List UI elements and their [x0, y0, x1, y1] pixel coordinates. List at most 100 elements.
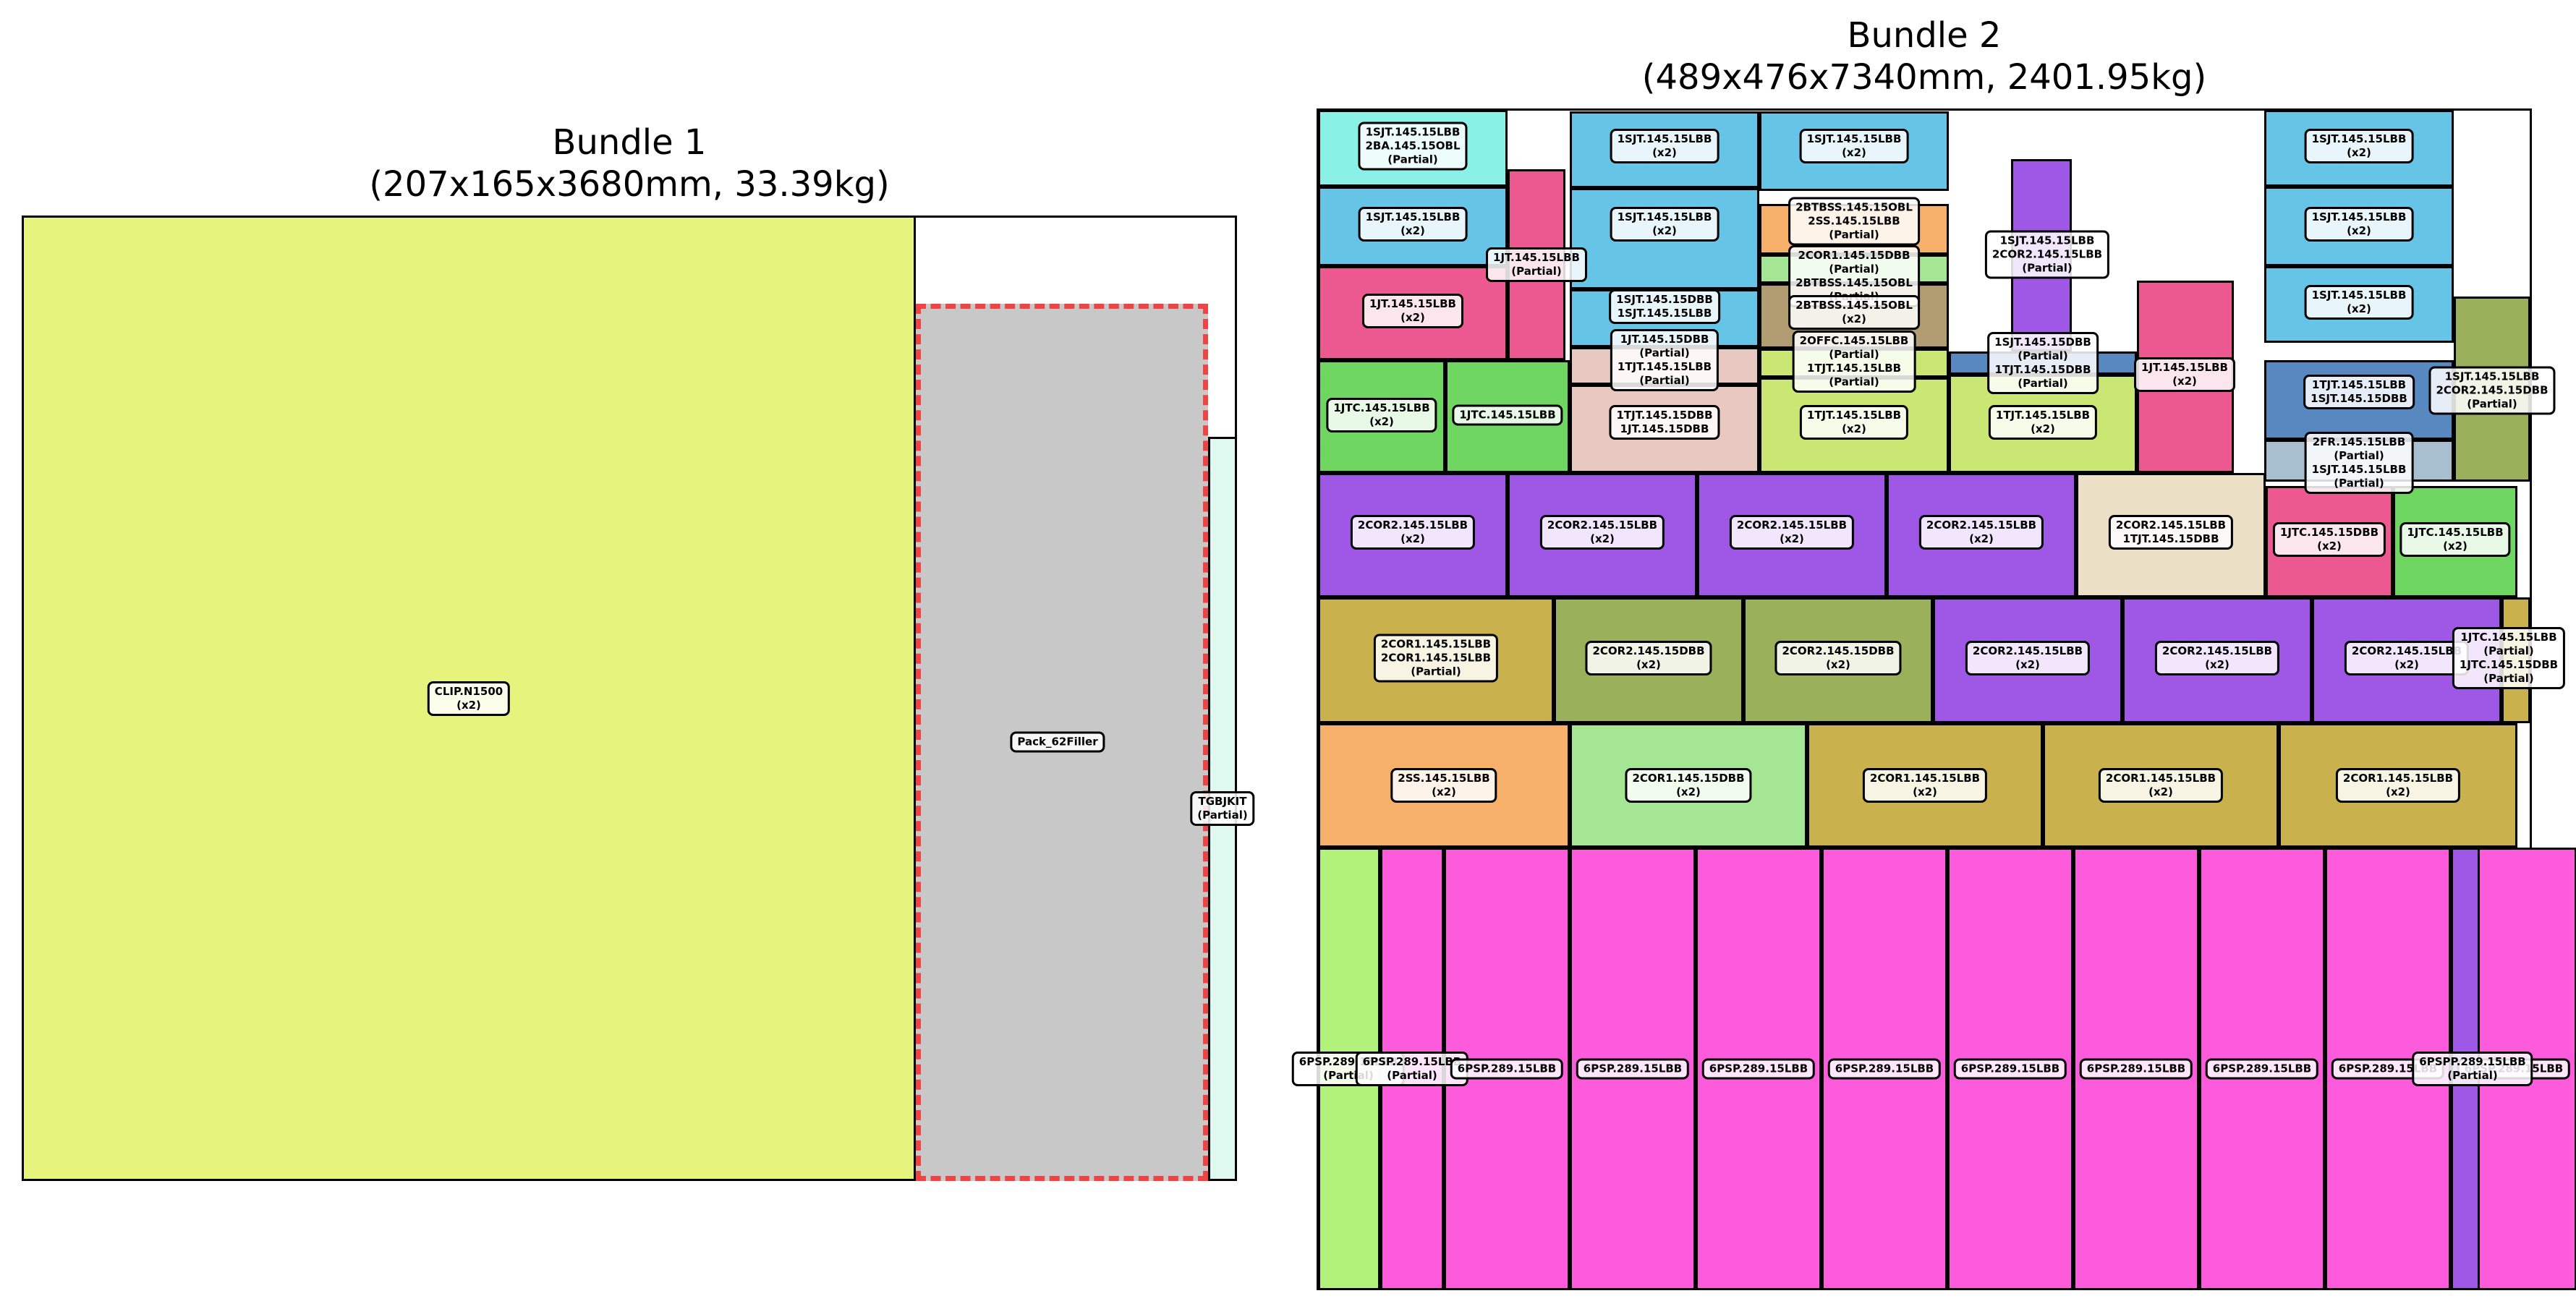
bundle-2-item-label: 6PSP.289.15LBB — [1701, 1058, 1816, 1080]
item-label-line: 1JTC.145.15DBB — [2459, 658, 2559, 671]
bundle-2-item-label: 1SJT.145.15LBB(x2) — [1610, 129, 1720, 163]
item-label-line: 2COR2.145.15DBB — [1592, 644, 1705, 657]
item-label-line: 2COR2.145.15LBB — [2351, 644, 2462, 657]
item-label-line: (Partial) — [1411, 665, 1461, 678]
bundle-2-item-label: 1JT.145.15LBB(x2) — [1362, 294, 1463, 328]
item-label-line: 1JT.145.15LBB — [1493, 251, 1580, 264]
item-label-line: 6PSP.289.15LBB — [1960, 1062, 2060, 1075]
item-label-line: 2COR2.145.15LBB — [1736, 519, 1848, 532]
item-label-line: (Partial) — [2483, 672, 2534, 685]
bundle-2-item-box — [1318, 266, 1508, 360]
item-label-line: 2COR2.145.15LBB — [1991, 247, 2103, 261]
bundle-2-item-label: 1JTC.145.15LBB(x2) — [1326, 398, 1437, 432]
item-label-line: 1TJT.145.15DBB — [1616, 409, 1713, 422]
item-label-line: 1SJT.145.15DBB — [1616, 293, 1713, 306]
bundle-2-item-label: 6PSP.289.15LBB — [1450, 1058, 1564, 1080]
item-label-line: (Partial) — [1829, 228, 1879, 242]
bundle-2-item-label: 2COR2.145.15DBB(x2) — [1774, 641, 1902, 675]
bundle-2-item-label: 2COR2.145.15LBB(x2) — [2154, 641, 2280, 675]
bundle-2-item-box — [1318, 723, 1570, 848]
item-label-line: 1JTC.145.15LBB — [1333, 401, 1430, 414]
item-label-line: 6PSP.289.15LBB — [1835, 1062, 1934, 1075]
item-label-line: 1SJT.145.15LBB — [1617, 210, 1712, 223]
bundle-2-item-label: 2OFFC.145.15LBB(Partial)1TJT.145.15LBB(P… — [1792, 331, 1916, 393]
item-label-line: (Partial) — [2018, 377, 2068, 390]
item-label-line: (x2) — [1400, 311, 1425, 324]
item-label-line: (Partial) — [1829, 375, 1879, 388]
item-label-line: (x2) — [1826, 658, 1850, 671]
item-label-line: 2COR2.145.15LBB — [1357, 519, 1468, 532]
bundle-2-item-label: 2COR2.145.15LBB(x2) — [1350, 515, 1476, 550]
item-label-line: CLIP.N1500 — [434, 685, 503, 698]
item-label-line: 1TJT.145.15LBB — [1617, 360, 1712, 373]
item-label-line: 1SJT.145.15DBB — [2311, 392, 2407, 405]
bundle-2-item-label: 2COR2.145.15LBB(x2) — [1539, 515, 1665, 550]
bundle-2-item-label: 2COR2.145.15LBB(x2) — [2344, 641, 2470, 675]
item-label-line: 2COR2.145.15DBB — [1782, 644, 1895, 657]
bundle-2-item-label: 1SJT.145.15LBB(x2) — [1799, 129, 1909, 163]
bundle-2-item-label: 2COR2.145.15LBB(x2) — [1729, 515, 1855, 550]
item-label-line: 1SJT.145.15LBB — [1617, 307, 1712, 320]
bundle-1-item-label: TGBJKIT(Partial) — [1190, 791, 1255, 826]
item-label-line: 2COR2.145.15DBB — [2436, 383, 2549, 397]
item-label-line: 1TJT.145.15LBB — [1806, 362, 1902, 375]
item-label-line: (x2) — [2386, 785, 2410, 798]
item-label-line: (Partial) — [1387, 153, 1438, 166]
item-label-line: 1JT.145.15LBB — [2141, 361, 2228, 374]
item-label-line: (Partial) — [2334, 449, 2384, 462]
item-label-line: 2COR2.145.15LBB — [2161, 644, 2273, 657]
item-label-line: 1SJT.145.15LBB — [1617, 132, 1712, 145]
bundle-1-item-label: Pack_62Filler — [1010, 731, 1105, 753]
item-label-line: 1SJT.145.15DBB — [1994, 336, 2091, 349]
item-label-line: 1JTC.145.15LBB — [1459, 408, 1556, 422]
bundle-2-item-box — [1570, 723, 1807, 848]
bundle-2-item-box — [1508, 473, 1697, 597]
item-label-line: 2BTBSS.145.15OBL — [1795, 276, 1913, 289]
item-label-line: 2COR1.145.15LBB — [1380, 637, 1492, 651]
item-label-line: 2COR1.145.15LBB — [2342, 772, 2454, 785]
item-label-line: 1SJT.145.15LBB — [1365, 125, 1461, 139]
bundle-2-item-label: 1JT.145.15LBB(x2) — [2134, 357, 2235, 392]
item-label-line: 1JTC.145.15LBB — [2460, 631, 2557, 644]
bundle-2-item-label: 1JTC.145.15LBB(x2) — [2399, 522, 2511, 557]
bundle-2-item-label: 6PSP.289.15LBB — [1576, 1058, 1690, 1080]
item-label-line: (Partial) — [1387, 1069, 1437, 1082]
item-label-line: 2COR2.145.15LBB — [1972, 644, 2083, 657]
item-label-line: 6PSP.289.15LBB — [1362, 1055, 1462, 1068]
bundle-2-item-label: 2COR1.145.15LBB(x2) — [2335, 768, 2461, 803]
item-label-line: 2FR.145.15LBB — [2312, 435, 2406, 448]
item-label-line: 2SS.145.15LBB — [1808, 214, 1900, 228]
item-label-line: (x2) — [2317, 540, 2342, 553]
item-label-line: 2COR1.145.15DBB — [1632, 772, 1745, 785]
item-label-line: 1JT.145.15DBB — [1620, 333, 1709, 346]
bundle-2-item-label: 6PSP.289.15LBB — [1827, 1058, 1942, 1080]
item-label-line: 2BA.145.15OBL — [1365, 139, 1461, 153]
item-label-line: (Partial) — [2022, 261, 2073, 275]
bundle-2-item-label: 1SJT.145.15LBB(x2) — [1610, 207, 1720, 242]
item-label-line: (x2) — [1913, 785, 1937, 798]
item-label-line: Pack_62Filler — [1017, 735, 1098, 749]
bundle-2-item-label: 2COR2.145.15LBB(x2) — [1918, 515, 2044, 550]
item-label-line: (x2) — [1780, 532, 1804, 545]
item-label-line: (x2) — [1652, 224, 1677, 237]
item-label-line: 2COR2.145.15LBB — [1547, 519, 1658, 532]
item-label-line: (x2) — [1636, 658, 1661, 671]
item-label-line: 1SJT.145.15LBB — [2311, 132, 2407, 145]
bundle-2-item-label: 2FR.145.15LBB(Partial)1SJT.145.15LBB(Par… — [2304, 432, 2414, 494]
bundle-2-item-label: 2SS.145.15LBB(x2) — [1390, 768, 1497, 803]
bundle-2-item-label: 1SJT.145.15LBB(x2) — [1358, 207, 1468, 242]
bundle-2-item-label: 1JTC.145.15LBB(Partial)1JTC.145.15DBB(Pa… — [2452, 627, 2566, 689]
bundle-2-item-label: 6PSP.289.15LBB — [1953, 1058, 2067, 1080]
bundle-2-item-label: 6PSPP.289.15LBB(Partial) — [2412, 1052, 2533, 1086]
bundle-2-item-label: 6PSP.289.15LBB(Partial) — [1355, 1052, 1469, 1086]
item-label-line: (Partial) — [1511, 265, 1562, 278]
item-label-line: 1SJT.145.15LBB — [1806, 132, 1902, 145]
bundle-2-item-label: 1JT.145.15DBB(Partial)1TJT.145.15LBB(Par… — [1610, 329, 1720, 391]
bundle-2-item-label: 1JTC.145.15DBB(x2) — [2272, 522, 2386, 557]
item-label-line: (x2) — [1400, 532, 1425, 545]
item-label-line: 6PSP.289.15LBB — [1709, 1062, 1808, 1075]
